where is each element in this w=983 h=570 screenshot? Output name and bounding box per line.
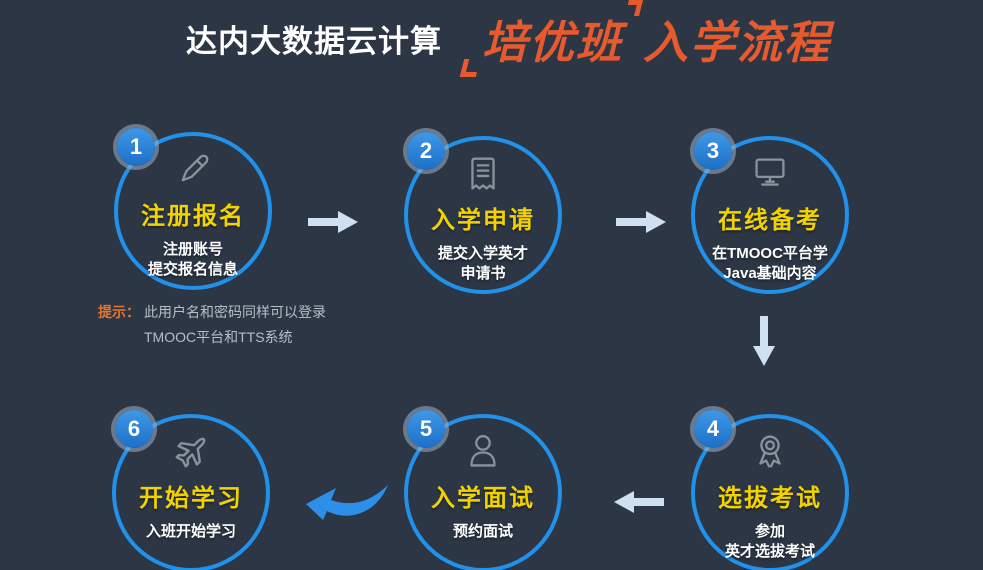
step-title: 选拔考试 (718, 485, 822, 512)
step-2-application: 2 入学申请 提交入学英才 申请书 (404, 132, 562, 294)
step-number: 2 (419, 138, 433, 163)
pencil-icon (170, 146, 216, 194)
step-6-start-learning: 6 开始学习 入班开始学习 (112, 410, 270, 570)
step-number: 4 (706, 416, 720, 441)
receipt-icon (460, 150, 506, 198)
step-title: 入学面试 (431, 485, 535, 512)
title-orange-part: 培优班 入学流程 (459, 0, 832, 77)
step-desc: 注册账号 提交报名信息 (147, 241, 238, 279)
arrow-right-icon (308, 208, 360, 241)
hint-line-1: 此用户名和密码同样可以登录 (144, 304, 326, 320)
step-number: 6 (127, 416, 141, 441)
step-number-badge: 6 (115, 410, 153, 448)
step-title: 在线备考 (718, 207, 822, 234)
plane-icon (167, 428, 215, 476)
step-desc: 在TMOOC平台学 Java基础内容 (712, 245, 828, 283)
step-number-badge: 5 (407, 410, 445, 448)
arrow-curved-left-icon (298, 480, 392, 539)
hint-note: 提示： 此用户名和密码同样可以登录 TMOOC平台和TTS系统 (98, 300, 326, 350)
step-desc: 预约面试 (452, 523, 513, 540)
person-icon (460, 428, 506, 476)
arrow-right-icon (616, 208, 668, 241)
step-3-online-prep: 3 在线备考 在TMOOC平台学 Java基础内容 (691, 132, 849, 294)
step-desc: 入班开始学习 (145, 523, 236, 540)
hint-text: 此用户名和密码同样可以登录 TMOOC平台和TTS系统 (144, 300, 326, 350)
title-highlight: 培优班 (482, 17, 624, 68)
step-1-register: 1 注册报名 注册账号 提交报名信息 (114, 128, 272, 290)
step-number: 1 (129, 134, 143, 159)
title-prefix: 达内大数据云计算 (186, 24, 442, 59)
hint-label: 提示： (98, 304, 140, 320)
step-title: 开始学习 (139, 485, 243, 512)
step-5-interview: 5 入学面试 预约面试 (404, 410, 562, 570)
page-title: 达内大数据云计算 培优班 入学流程 (186, 0, 832, 77)
step-number-badge: 4 (694, 410, 732, 448)
step-number-badge: 3 (694, 132, 732, 170)
title-suffix: 入学流程 (643, 17, 832, 68)
step-title: 入学申请 (431, 207, 535, 234)
arrow-down-icon (750, 316, 778, 373)
step-number-badge: 2 (407, 132, 445, 170)
hint-line-2: TMOOC平台和TTS系统 (144, 329, 293, 346)
step-desc: 提交入学英才 申请书 (437, 245, 528, 283)
step-desc: 参加 英才选拔考试 (724, 523, 815, 561)
arrow-left-icon (612, 488, 664, 521)
corner-bracket-top-right (625, 0, 644, 16)
step-number-badge: 1 (117, 128, 155, 166)
monitor-icon (747, 150, 793, 198)
step-number: 3 (706, 138, 720, 163)
medal-icon (747, 428, 793, 476)
title-highlight-box: 培优班 (459, 0, 644, 77)
step-number: 5 (419, 416, 433, 441)
step-4-selection-exam: 4 选拔考试 参加 英才选拔考试 (691, 410, 849, 570)
corner-bracket-bottom-left (459, 59, 481, 77)
step-title: 注册报名 (141, 203, 245, 230)
